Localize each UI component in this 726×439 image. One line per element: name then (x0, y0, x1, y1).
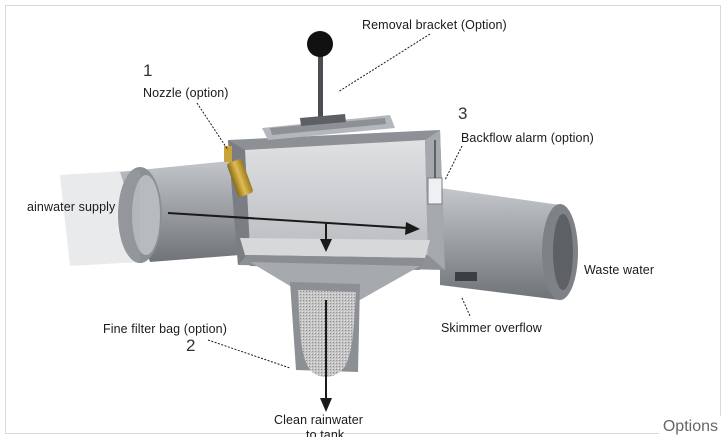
fine-filter-bag-label: Fine filter bag (option) (103, 322, 227, 336)
to-tank-label: to tank (306, 428, 345, 437)
outlet-pipe (440, 188, 578, 300)
diagram-frame (5, 5, 721, 434)
skimmer-slot (455, 272, 477, 281)
removal-bracket-label: Removal bracket (Option) (362, 18, 507, 32)
flow-arrows (167, 212, 420, 412)
callout-number-1: 1 (143, 61, 153, 80)
inlet-pipe (60, 160, 240, 266)
waste-water-label: Waste water (584, 263, 655, 277)
rainwater-supply-label: ainwater supply (27, 200, 116, 214)
filter-housing (228, 115, 445, 270)
removal-bracket-shape (300, 31, 346, 126)
backflow-alarm-label: Backflow alarm (option) (461, 131, 594, 145)
nozzle-label: Nozzle (option) (143, 86, 229, 100)
skimmer-overflow-label: Skimmer overflow (441, 321, 542, 335)
leader-lines (196, 33, 471, 369)
callout-number-3: 3 (458, 104, 468, 123)
backflow-sensor-shape (427, 140, 443, 205)
callout-number-2: 2 (186, 336, 196, 355)
clean-rainwater-label: Clean rainwater (274, 413, 364, 427)
nozzle-shape (224, 146, 253, 197)
options-link[interactable]: Options (658, 416, 722, 438)
